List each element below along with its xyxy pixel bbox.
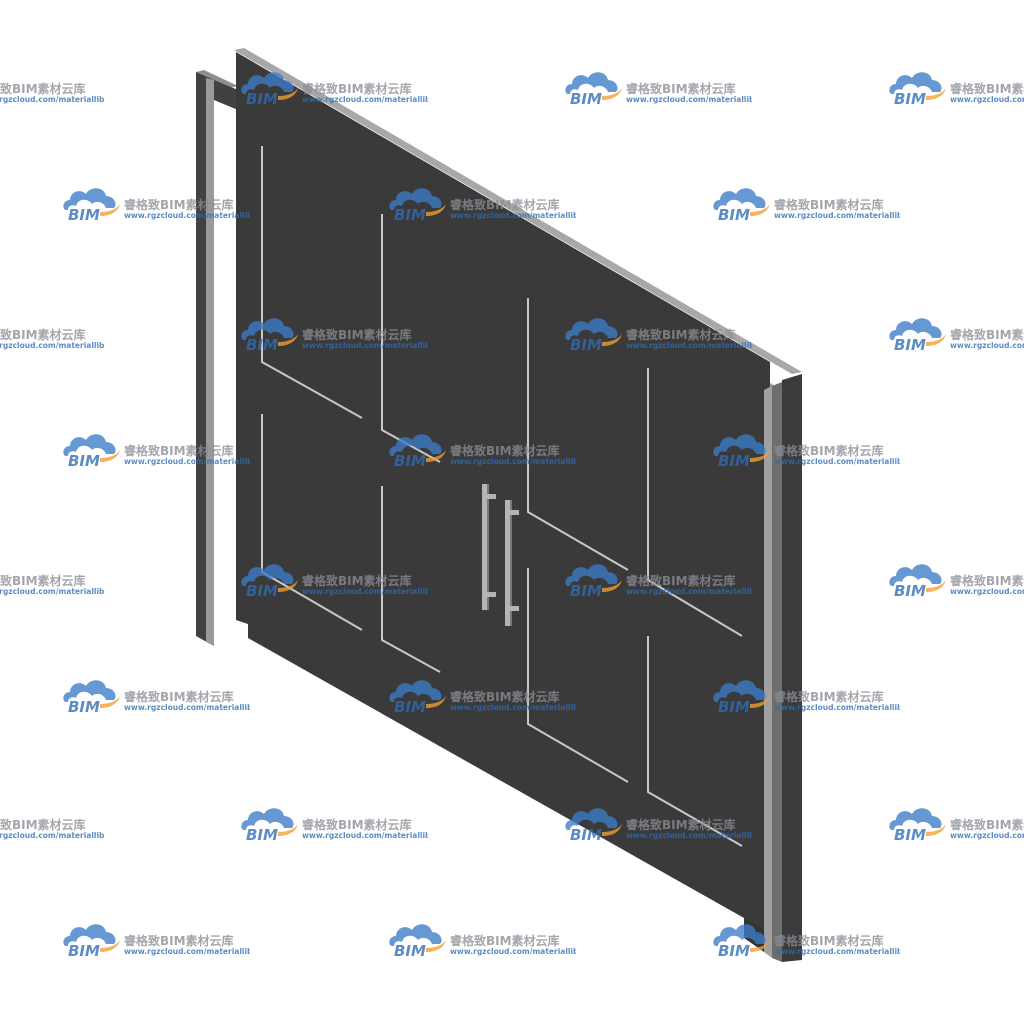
molding-left-upper-outer xyxy=(261,146,363,419)
door-slab xyxy=(234,48,802,950)
door-handles xyxy=(482,484,519,626)
molding-left-lower-inner xyxy=(381,486,441,673)
handle-right-top-post xyxy=(507,510,519,515)
left-frame xyxy=(196,70,238,646)
right-edge-outer-face xyxy=(782,374,802,962)
molding-right-upper-inner xyxy=(527,298,629,571)
molding-right-lower-inner xyxy=(527,568,629,783)
handle-right-bottom-post xyxy=(507,606,519,611)
molding-right-upper-outer xyxy=(647,368,743,637)
handle-left-top-post xyxy=(484,494,496,499)
handle-right-bar xyxy=(505,500,510,626)
left-frame-head xyxy=(214,80,238,110)
molding-right-lower-outer xyxy=(647,636,743,847)
handle-left-bar xyxy=(482,484,487,610)
door-top-edge-light xyxy=(234,48,802,374)
handle-left-bottom-post xyxy=(484,592,496,597)
handle-left-inner xyxy=(487,484,489,610)
left-frame-inner-edge xyxy=(206,78,214,646)
left-frame-top-edge xyxy=(196,70,238,88)
right-edge-light-strip xyxy=(764,386,772,958)
handle-right-inner xyxy=(510,500,512,626)
door-main-face xyxy=(236,52,770,950)
right-edge-mid-strip xyxy=(772,382,782,962)
